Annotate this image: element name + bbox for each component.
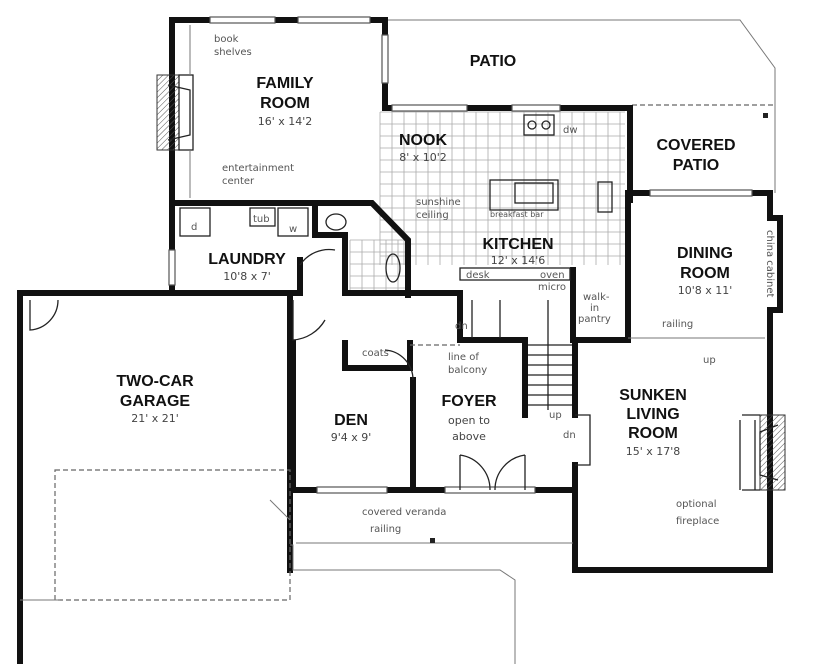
note-tub: tub xyxy=(253,214,270,225)
note-stair-up: up xyxy=(549,410,562,421)
note-line-of: line of xyxy=(448,352,479,363)
note-coats: coats xyxy=(362,348,389,359)
note-dw: dw xyxy=(563,125,578,136)
covered-patio-label-2: PATIO xyxy=(673,157,720,174)
note-ceiling: ceiling xyxy=(416,210,449,221)
note-dryer: d xyxy=(191,222,197,233)
covered-patio-label: COVERED xyxy=(656,137,735,154)
kitchen-fixtures xyxy=(325,114,613,283)
note-breakfast-bar: breakfast bar xyxy=(490,210,544,219)
note-fireplace: fireplace xyxy=(676,516,719,527)
laundry-label: LAUNDRY xyxy=(208,251,286,268)
garage-label-2: GARAGE xyxy=(120,393,191,410)
laundry-fixtures xyxy=(179,207,336,266)
note-book: book xyxy=(214,34,239,45)
living-room-label: SUNKEN xyxy=(619,387,687,404)
note-in: in xyxy=(590,303,599,314)
foyer-note-2: above xyxy=(452,430,486,443)
dining-room-label-2: ROOM xyxy=(680,265,730,282)
note-oven: oven xyxy=(540,270,565,281)
note-optional: optional xyxy=(676,499,717,510)
garage-label: TWO-CAR xyxy=(116,373,194,390)
note-sunshine: sunshine xyxy=(416,197,461,208)
den-label: DEN xyxy=(334,412,368,429)
annotations: book shelves entertainment center dw sun… xyxy=(191,34,775,535)
note-micro: micro xyxy=(538,282,566,293)
nook-size: 8' x 10'2 xyxy=(399,151,447,164)
garage-size: 21' x 21' xyxy=(131,412,179,425)
staircase xyxy=(471,300,572,410)
foyer-note-1: open to xyxy=(448,414,490,427)
note-desk: desk xyxy=(466,270,490,281)
note-washer: w xyxy=(289,224,297,235)
living-room-label-2: LIVING xyxy=(626,406,679,423)
note-stair-dn: dn xyxy=(455,321,468,332)
den-size: 9'4 x 9' xyxy=(331,431,372,444)
note-covered-veranda: covered veranda xyxy=(362,507,446,518)
family-room-label: FAMILY xyxy=(256,75,314,92)
patio-label: PATIO xyxy=(470,53,517,70)
family-room-size: 16' x 14'2 xyxy=(258,115,313,128)
note-railing-dining: railing xyxy=(662,319,693,330)
patio-outline xyxy=(385,19,776,193)
note-center: center xyxy=(222,176,255,187)
kitchen-label: KITCHEN xyxy=(482,236,553,253)
family-room-label-2: ROOM xyxy=(260,95,310,112)
nook-label: NOOK xyxy=(399,132,447,149)
note-railing-veranda: railing xyxy=(370,524,401,535)
kitchen-size: 12' x 14'6 xyxy=(491,254,546,267)
note-shelves: shelves xyxy=(214,47,252,58)
note-pantry: pantry xyxy=(578,314,611,325)
note-china-cabinet: china cabinet xyxy=(764,230,775,298)
living-room-size: 15' x 17'8 xyxy=(626,445,681,458)
doors xyxy=(29,299,756,491)
note-up-dining: up xyxy=(703,355,716,366)
note-balcony: balcony xyxy=(448,365,487,376)
laundry-size: 10'8 x 7' xyxy=(223,270,271,283)
dining-room-label: DINING xyxy=(677,245,733,262)
note-entertainment: entertainment xyxy=(222,163,294,174)
garage-door-driveway xyxy=(20,469,516,664)
living-fireplace xyxy=(742,414,786,491)
room-labels: FAMILY ROOM 16' x 14'2 PATIO NOOK 8' x 1… xyxy=(116,53,735,458)
note-walk: walk- xyxy=(583,292,610,303)
note-living-dn: dn xyxy=(563,430,576,441)
walls xyxy=(17,17,783,664)
foyer-label: FOYER xyxy=(441,393,497,410)
living-room-label-3: ROOM xyxy=(628,425,678,442)
dining-room-size: 10'8 x 11' xyxy=(678,284,733,297)
family-fireplace xyxy=(156,74,194,151)
kitchen-tile-floor xyxy=(349,111,625,290)
